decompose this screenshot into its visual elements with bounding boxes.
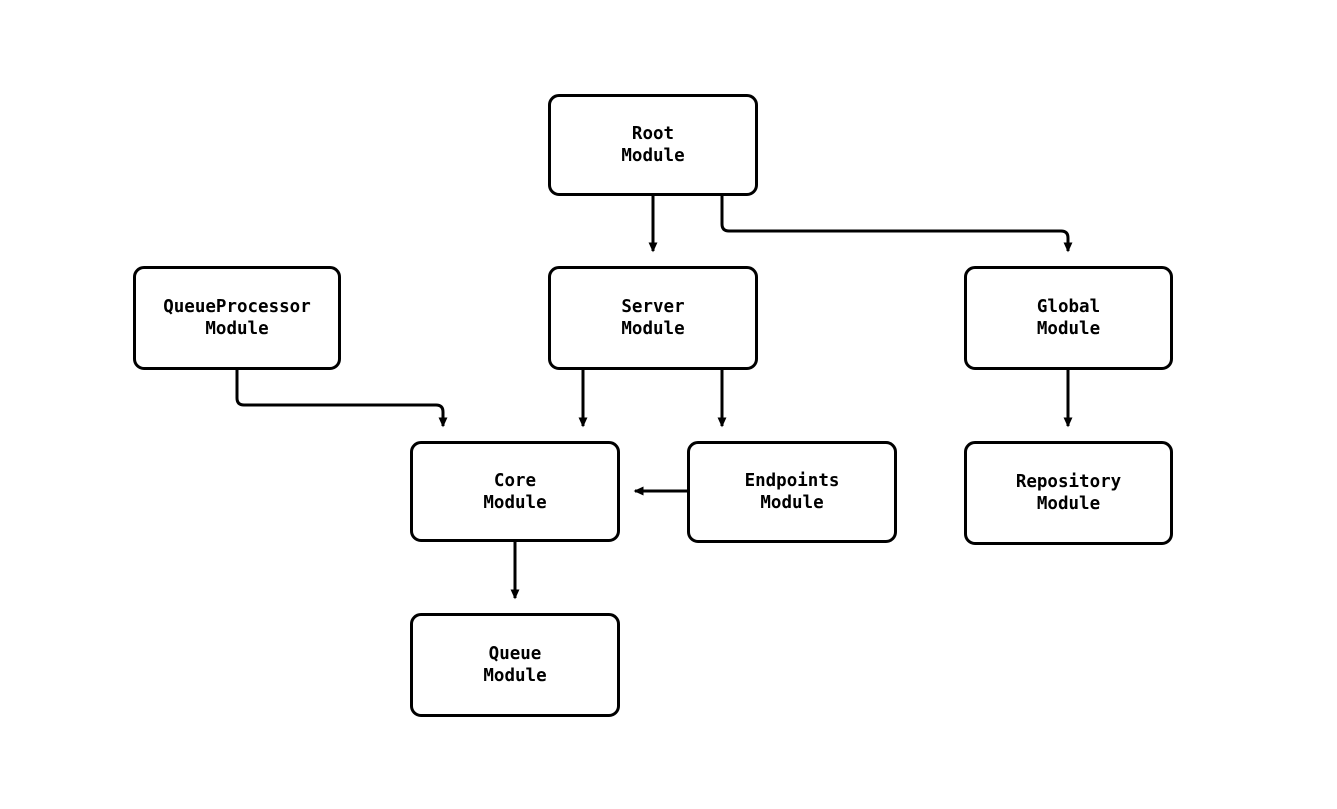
node-root-module-line2: Module bbox=[621, 146, 685, 166]
node-repository-module-line1: Repository bbox=[1015, 472, 1122, 492]
edge-root-to-global bbox=[720, 196, 1073, 253]
node-core-module[interactable]: Core Module bbox=[410, 441, 620, 542]
node-repository-module[interactable]: Repository Module bbox=[964, 441, 1173, 545]
node-endpoints-module-line1: Endpoints bbox=[744, 471, 840, 491]
node-core-module-line2: Module bbox=[483, 492, 547, 513]
edge-queueprocessor-to-core bbox=[235, 370, 448, 428]
node-queueprocessor-module-line2: Module bbox=[205, 319, 269, 339]
node-queueprocessor-module[interactable]: QueueProcessor Module bbox=[133, 266, 341, 370]
node-server-module-line2: Module bbox=[621, 319, 685, 339]
node-endpoints-module[interactable]: Endpoints Module bbox=[687, 441, 897, 543]
node-server-module-line1: Server bbox=[621, 297, 685, 317]
node-core-module-line1: Core bbox=[493, 470, 537, 491]
node-endpoints-module-line2: Module bbox=[760, 493, 824, 513]
node-root-module-line1: Root bbox=[631, 124, 675, 144]
node-queue-module[interactable]: Queue Module bbox=[410, 613, 620, 717]
node-queue-module-line2: Module bbox=[483, 666, 547, 686]
node-repository-module-line2: Module bbox=[1036, 494, 1101, 514]
node-root-module[interactable]: Root Module bbox=[548, 94, 758, 196]
node-global-module[interactable]: Global Module bbox=[964, 266, 1173, 370]
node-queueprocessor-module-line1: QueueProcessor bbox=[163, 297, 311, 317]
node-server-module[interactable]: Server Module bbox=[548, 266, 758, 370]
node-global-module-line1: Global bbox=[1036, 297, 1101, 317]
node-global-module-line2: Module bbox=[1036, 319, 1101, 339]
node-queue-module-line1: Queue bbox=[488, 644, 542, 664]
